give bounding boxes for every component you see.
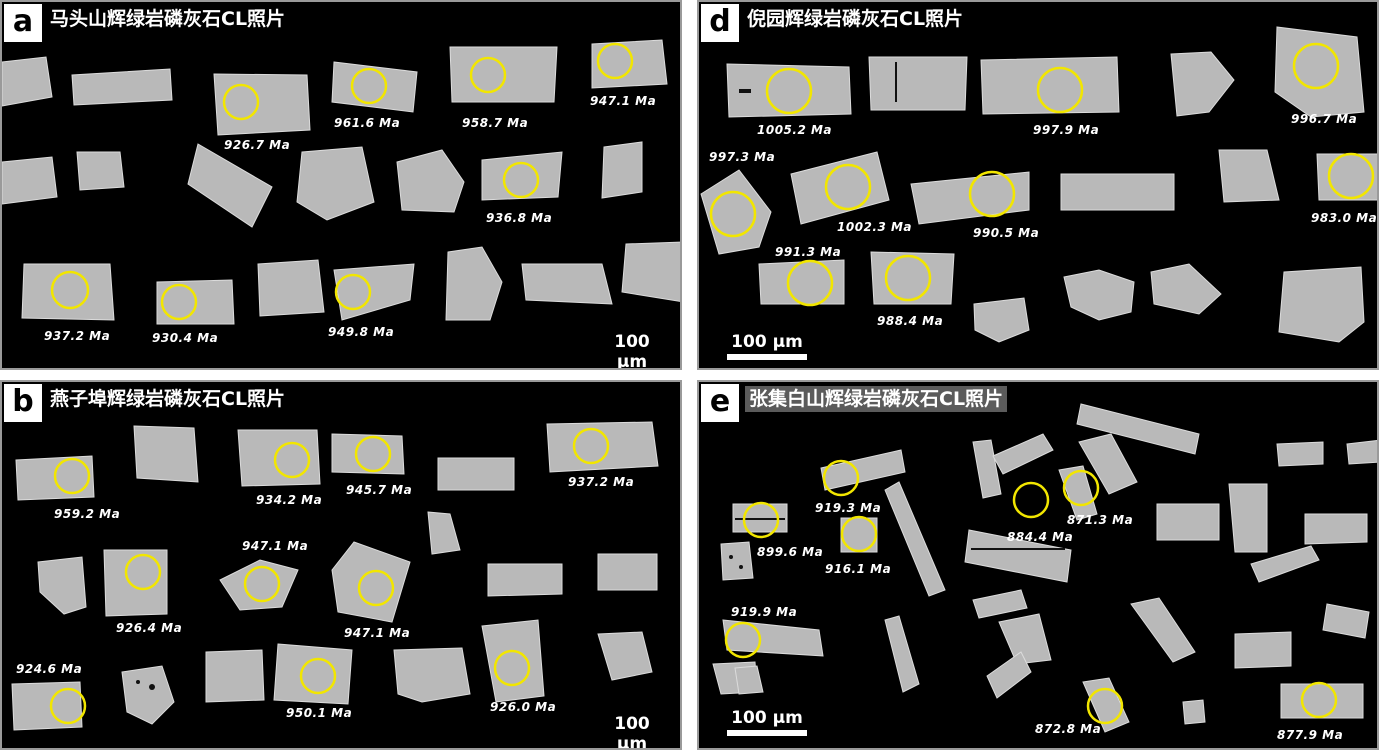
panel-a: a 马头山辉绿岩磷灰石CL照片 bbox=[0, 0, 682, 370]
panel-e: e 张集白山辉绿岩磷灰石CL照片 bbox=[697, 380, 1379, 750]
age-label: 1005.2 Ma bbox=[757, 123, 833, 137]
age-label: 958.7 Ma bbox=[462, 116, 529, 130]
age-label: 930.4 Ma bbox=[152, 331, 219, 345]
scale-label: 100 μm bbox=[614, 332, 650, 370]
age-label: 916.1 Ma bbox=[825, 562, 892, 576]
panel-title: 燕子埠辉绿岩磷灰石CL照片 bbox=[50, 388, 286, 410]
age-label: 937.2 Ma bbox=[44, 329, 111, 343]
scale-bar: 100 μm bbox=[598, 332, 666, 370]
age-label: 990.5 Ma bbox=[973, 226, 1040, 240]
age-label: 947.1 Ma bbox=[344, 626, 411, 640]
cl-image bbox=[11, 421, 659, 731]
age-label: 926.4 Ma bbox=[116, 621, 183, 635]
age-label: 919.3 Ma bbox=[815, 501, 882, 515]
panel-d: d 倪园辉绿岩磷灰石CL照片 bbox=[697, 0, 1379, 370]
panel-letter: b bbox=[4, 384, 42, 422]
age-label: 936.8 Ma bbox=[486, 211, 553, 225]
age-label: 949.8 Ma bbox=[328, 325, 395, 339]
age-label: 991.3 Ma bbox=[775, 245, 842, 259]
age-label: 947.1 Ma bbox=[590, 94, 657, 108]
age-label: 926.0 Ma bbox=[490, 700, 557, 714]
scale-label: 100 μm bbox=[731, 332, 803, 352]
age-label: 937.2 Ma bbox=[568, 475, 635, 489]
scale-label: 100 μm bbox=[614, 714, 650, 750]
age-label: 872.8 Ma bbox=[1035, 722, 1102, 736]
age-label: 997.9 Ma bbox=[1033, 123, 1100, 137]
scale-bar: 100 μm bbox=[727, 332, 807, 360]
panel-letter: a bbox=[4, 4, 42, 42]
scale-bar: 100 μm bbox=[598, 714, 666, 750]
panel-title: 马头山辉绿岩磷灰石CL照片 bbox=[50, 8, 286, 30]
age-label: 871.3 Ma bbox=[1067, 513, 1134, 527]
age-label: 961.6 Ma bbox=[334, 116, 401, 130]
age-label: 997.3 Ma bbox=[709, 150, 776, 164]
age-label: 996.7 Ma bbox=[1291, 112, 1358, 126]
panel-letter: e bbox=[701, 384, 739, 422]
scale-line bbox=[727, 730, 807, 736]
scale-bar: 100 μm bbox=[727, 708, 807, 736]
panel-title: 倪园辉绿岩磷灰石CL照片 bbox=[747, 8, 964, 30]
age-label: 877.9 Ma bbox=[1277, 728, 1344, 742]
age-label: 926.7 Ma bbox=[224, 138, 291, 152]
age-label: 959.2 Ma bbox=[54, 507, 121, 521]
age-label: 947.1 Ma bbox=[242, 539, 309, 553]
age-label: 950.1 Ma bbox=[286, 706, 353, 720]
panel-title: 张集白山辉绿岩磷灰石CL照片 bbox=[745, 386, 1008, 412]
age-label: 919.9 Ma bbox=[731, 605, 798, 619]
age-label: 1002.3 Ma bbox=[837, 220, 913, 234]
panel-letter: d bbox=[701, 4, 739, 42]
cl-image bbox=[712, 403, 1377, 733]
age-label: 899.6 Ma bbox=[757, 545, 824, 559]
age-label: 945.7 Ma bbox=[346, 483, 413, 497]
cl-image bbox=[2, 39, 680, 325]
age-label: 988.4 Ma bbox=[877, 314, 944, 328]
age-label: 983.0 Ma bbox=[1311, 211, 1378, 225]
age-label: 884.4 Ma bbox=[1007, 530, 1074, 544]
scale-label: 100 μm bbox=[731, 708, 803, 728]
panel-b: b 燕子埠辉绿岩磷灰石CL照片 bbox=[0, 380, 682, 750]
cl-image bbox=[700, 26, 1377, 343]
scale-line bbox=[727, 354, 807, 360]
age-label: 924.6 Ma bbox=[16, 662, 83, 676]
age-label: 934.2 Ma bbox=[256, 493, 323, 507]
